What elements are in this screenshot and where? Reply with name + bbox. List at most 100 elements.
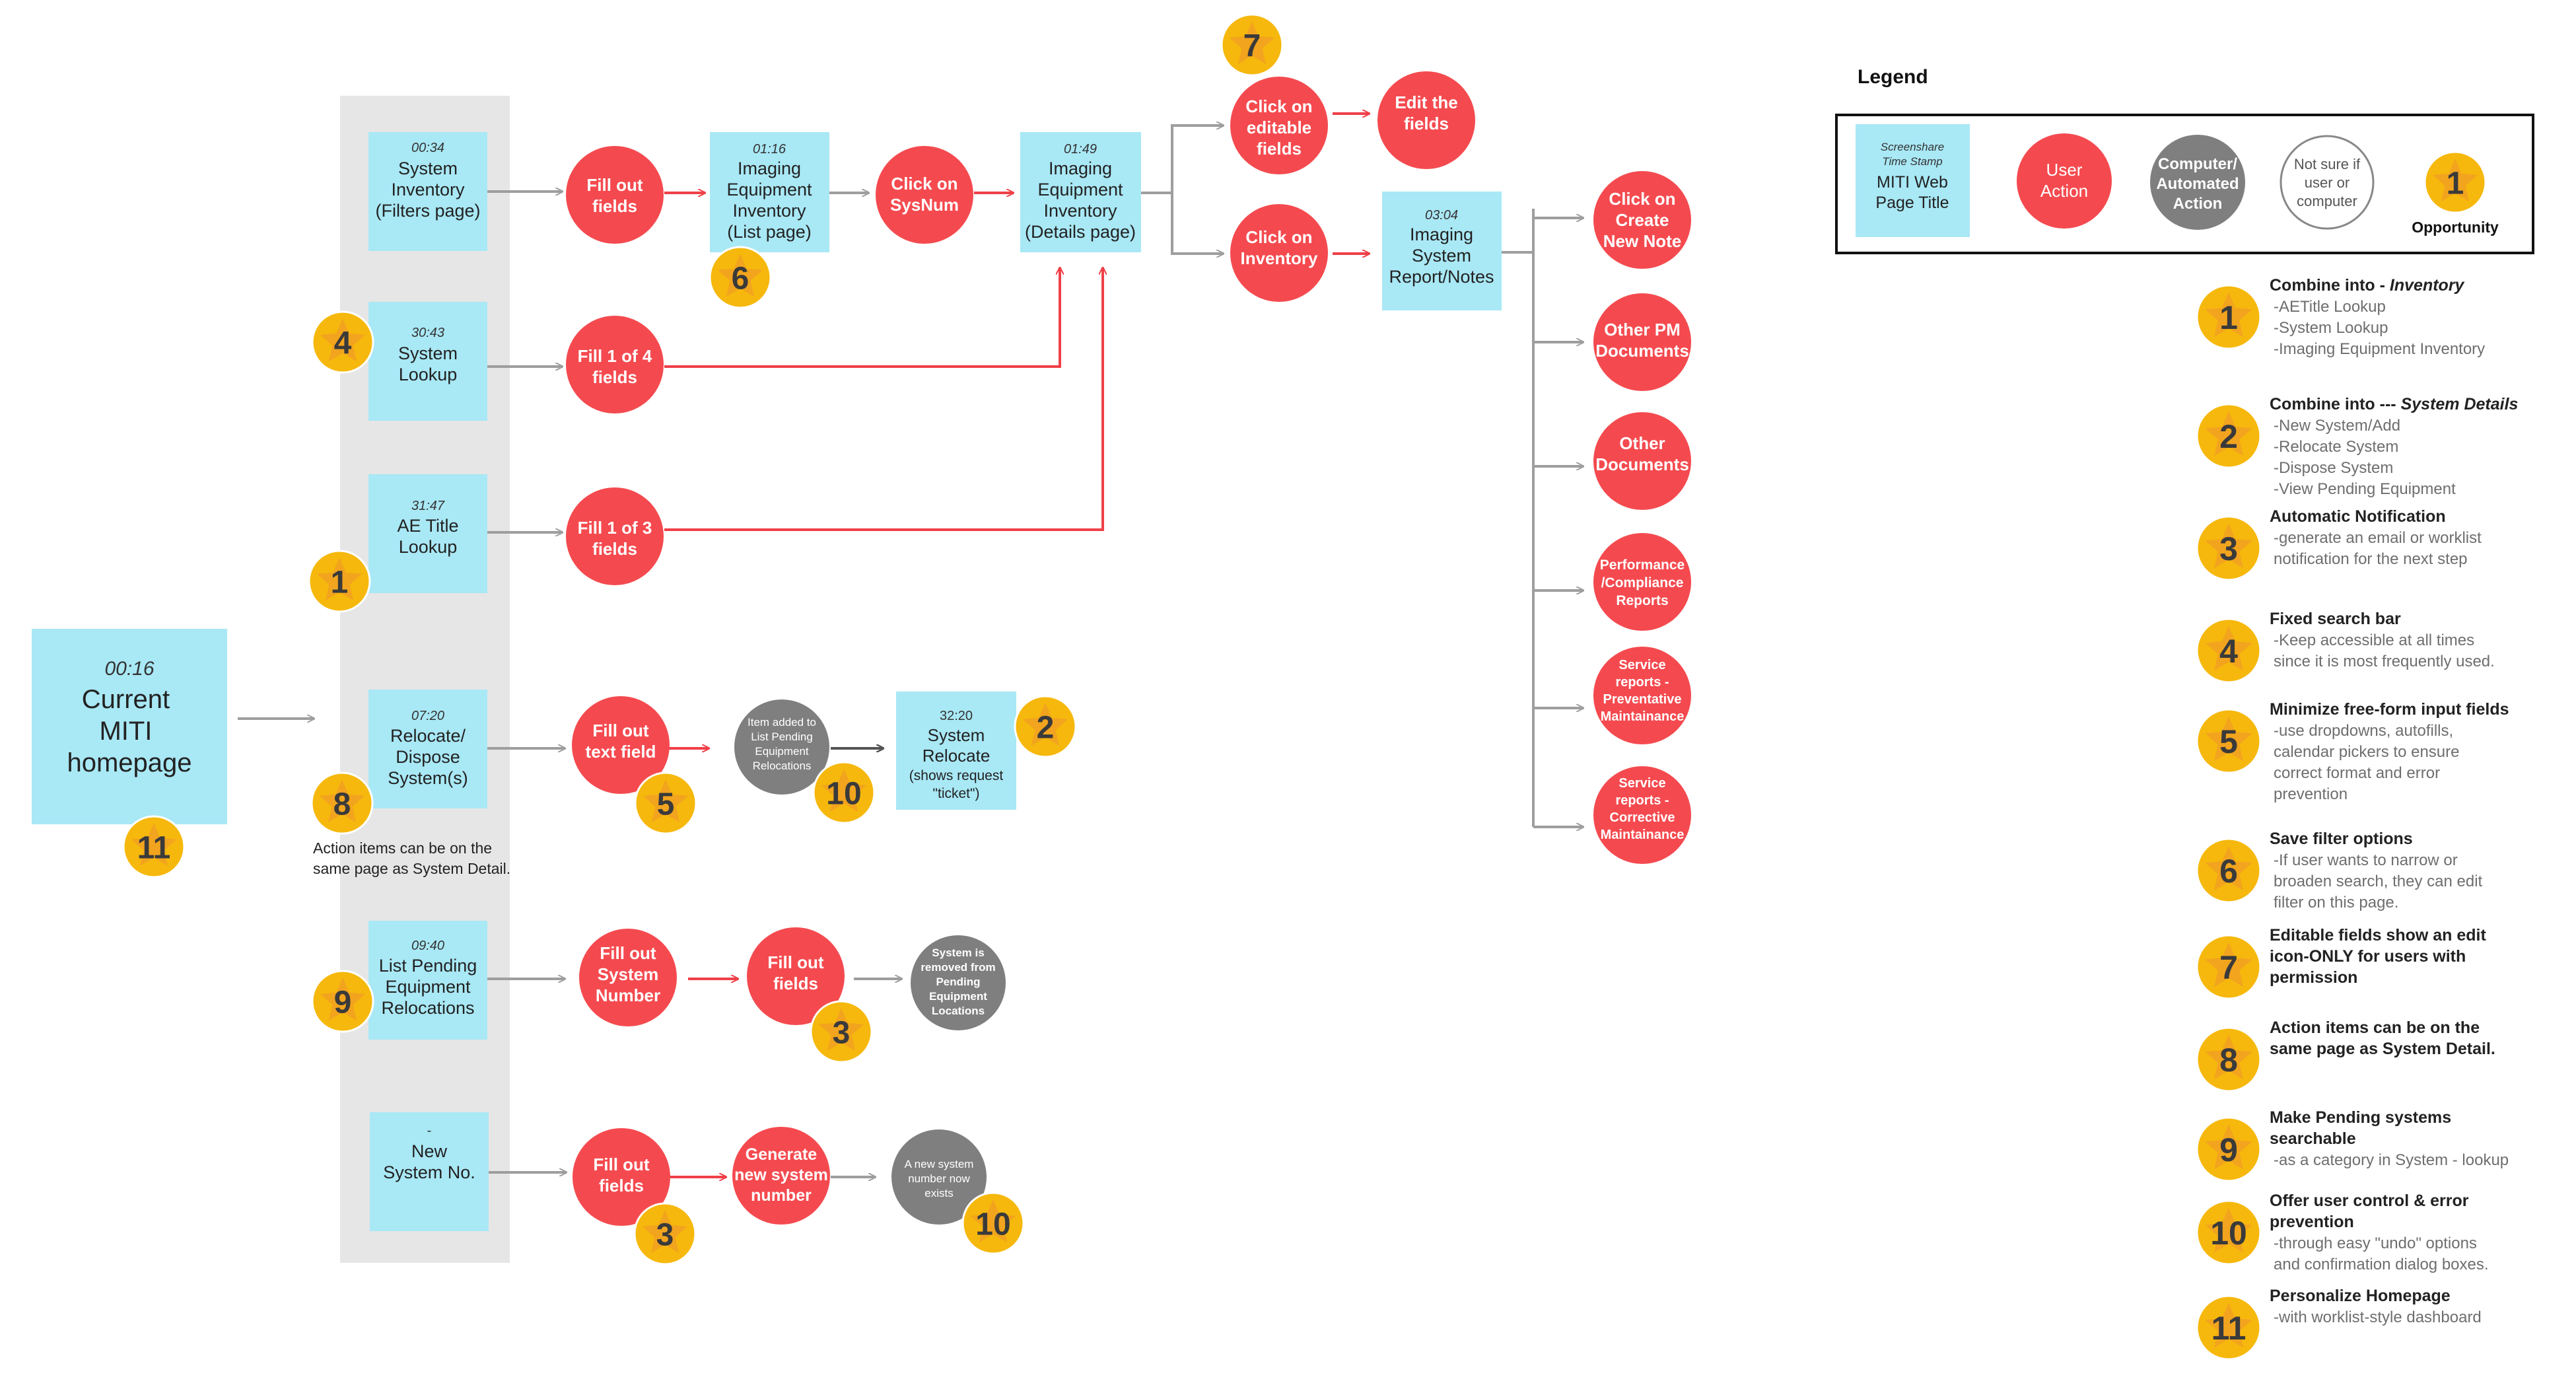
legend-title: Legend: [1858, 66, 1928, 88]
timestamp: 30:43: [411, 326, 444, 340]
star-icon: [2205, 1124, 2252, 1170]
opportunity-item-badge: 1: [2196, 284, 2262, 350]
opportunity-title: Minimize free-form input fields: [2270, 700, 2509, 719]
opportunity-item-badge: 7: [2196, 934, 2262, 1000]
opportunity-title: Editable fields show an edit: [2270, 926, 2487, 945]
opportunity-title-line: icon-ONLY for users with: [2270, 947, 2466, 966]
opportunity-item-badge: 4: [2196, 618, 2262, 684]
opportunity-badge: 3: [633, 1202, 697, 1266]
opportunity-badge: 8: [310, 771, 374, 835]
legend-opportunity-badge: 1: [2423, 151, 2487, 214]
opportunity-number: 10: [975, 1207, 1010, 1242]
opportunity-item-badge: 5: [2196, 708, 2262, 774]
opportunity-number: 5: [657, 787, 675, 822]
opportunity-title-line: searchable: [2270, 1129, 2356, 1148]
arrow: [1141, 125, 1224, 194]
opportunity-item-badge: 11: [2196, 1295, 2262, 1361]
opportunity-number: 6: [2219, 853, 2238, 890]
opportunity-title: Save filter options: [2270, 830, 2413, 848]
opportunity-badge: 5: [634, 771, 697, 835]
star-icon: [970, 1199, 1016, 1242]
arrow: [1171, 193, 1224, 254]
opportunity-badge: 4: [311, 310, 374, 374]
opportunity-number: 11: [2211, 1310, 2246, 1347]
timestamp: 31:47: [411, 499, 445, 513]
opportunity-detail: filter on this page.: [2274, 894, 2398, 911]
star-icon: [642, 1210, 688, 1253]
opportunity-detail: -AETitle Lookup: [2274, 298, 2386, 316]
opportunity-badge: 7: [1220, 13, 1284, 77]
opportunity-number: 5: [2219, 723, 2238, 760]
opportunity-number: 2: [1037, 710, 1055, 745]
timestamp: 32:20: [940, 709, 973, 723]
opportunity-detail: -New System/Add: [2274, 417, 2400, 435]
opportunity-detail: since it is most frequently used.: [2274, 653, 2495, 670]
opportunity-number: 7: [2219, 949, 2238, 986]
opportunity-detail: -as a category in System - lookup: [2274, 1151, 2509, 1169]
star-icon: [2205, 523, 2252, 569]
star-icon: [2205, 716, 2252, 762]
opportunity-badge: 6: [709, 246, 772, 309]
opportunity-number: 10: [2210, 1215, 2247, 1252]
opportunity-detail: -generate an email or worklist: [2274, 529, 2482, 547]
opportunity-number: 3: [656, 1217, 674, 1252]
opportunity-detail: broaden search, they can edit: [2274, 873, 2483, 890]
star-icon: [319, 779, 365, 822]
opportunity-number: 4: [2219, 633, 2238, 670]
legend-opportunity-label: Opportunity: [2412, 219, 2499, 236]
opportunity-title: Combine into - Inventory: [2270, 276, 2465, 295]
opportunity-detail: -If user wants to narrow or: [2274, 851, 2458, 869]
star-icon: [821, 769, 867, 812]
opportunity-detail: -use dropdowns, autofills,: [2274, 722, 2453, 740]
opportunity-title: Offer user control & error: [2270, 1192, 2469, 1210]
opportunity-item-badge: 8: [2196, 1026, 2262, 1092]
opportunity-title: Make Pending systems: [2270, 1108, 2451, 1127]
star-icon: [643, 779, 689, 822]
page-column-band: [340, 96, 510, 1263]
opportunity-title-line: prevention: [2270, 1213, 2354, 1231]
star-icon: [2205, 1034, 2252, 1080]
opportunity-number: 10: [826, 776, 861, 811]
opportunity-title: Combine into --- System Details: [2270, 395, 2519, 413]
opportunity-item: 1 Combine into - Inventory -AETitle Lookup…: [2196, 276, 2485, 358]
home-node: 00:16 Current MITI homepage: [32, 629, 227, 824]
